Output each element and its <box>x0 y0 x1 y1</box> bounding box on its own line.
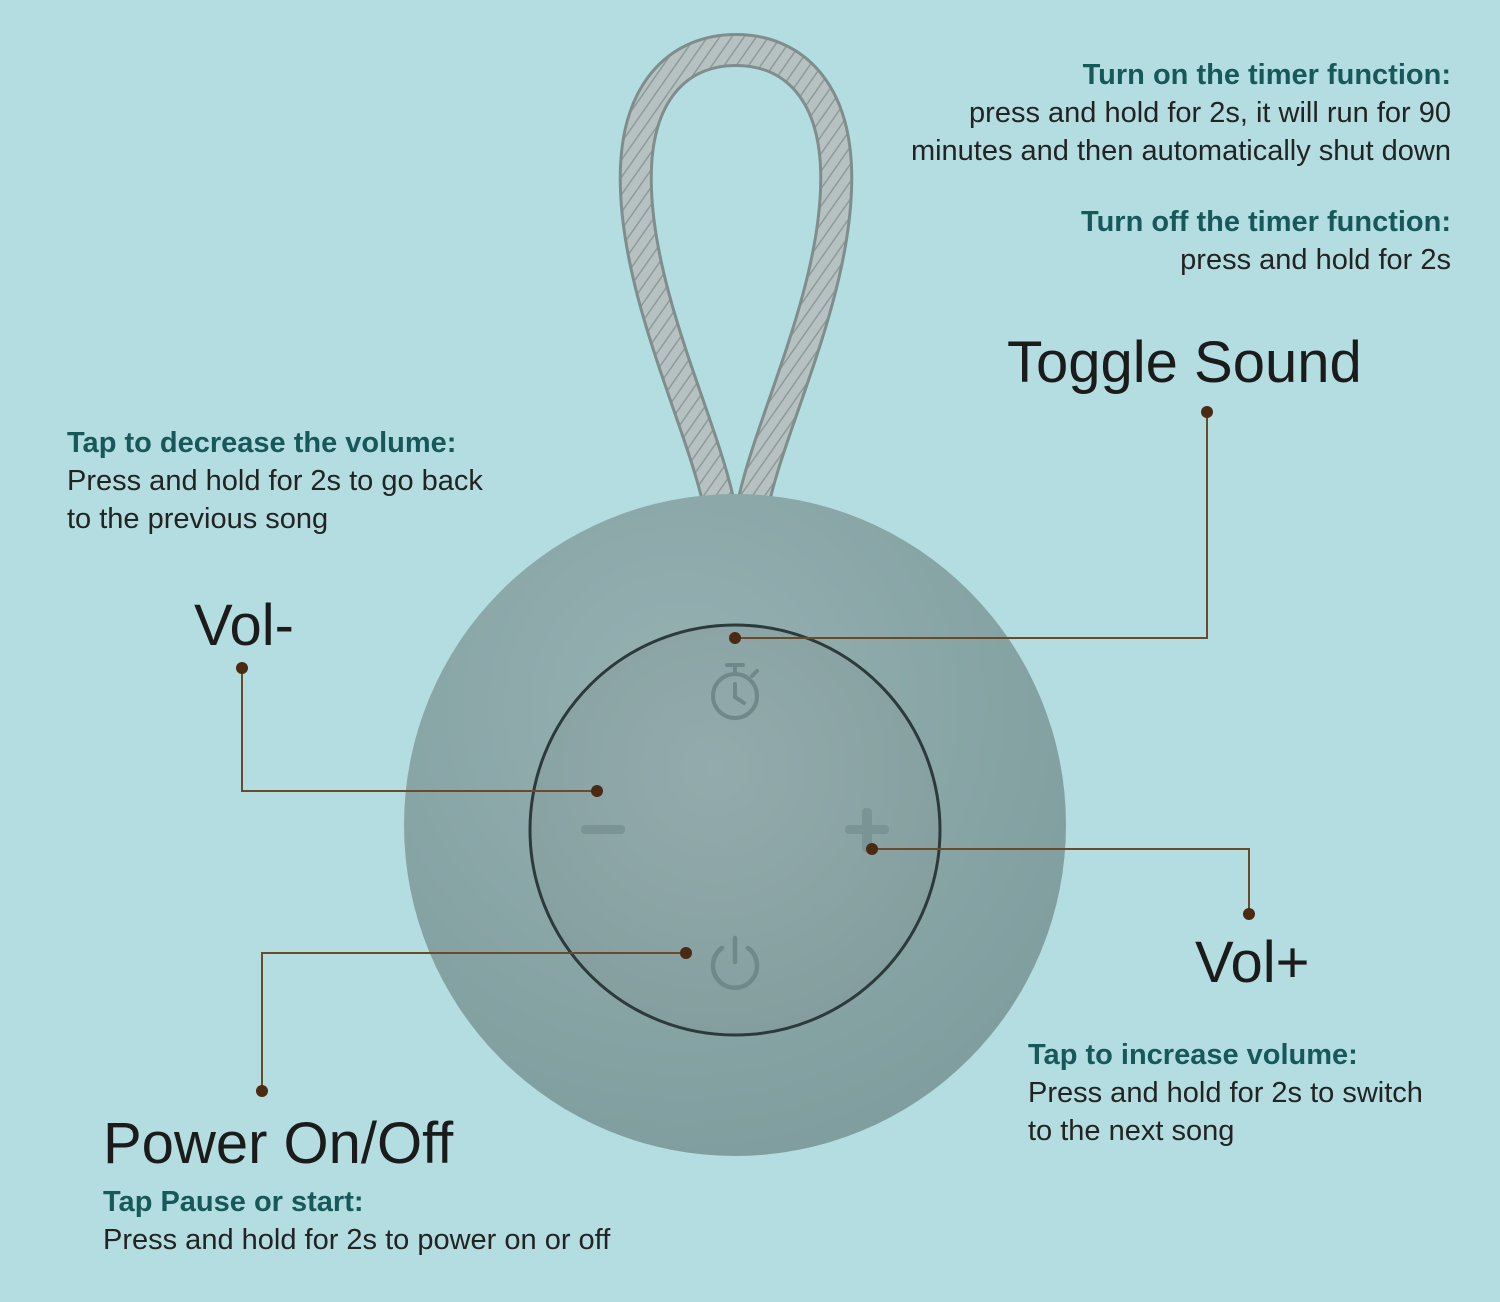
plus-icon[interactable] <box>845 808 889 852</box>
vol-plus-line-1: Press and hold for 2s to switch <box>1028 1077 1423 1109</box>
callout-toggle-sound <box>729 406 1213 644</box>
timer-on-line-1: press and hold for 2s, it will run for 9… <box>969 97 1451 129</box>
power-line-1: Press and hold for 2s to power on or off <box>103 1224 611 1256</box>
vol-minus-line-2: to the previous song <box>67 503 329 535</box>
power-icon[interactable] <box>710 935 760 990</box>
button-plate <box>528 623 942 1037</box>
lanyard-strap <box>618 32 854 517</box>
callout-power <box>256 947 692 1097</box>
vol-plus-label: Vol+ <box>1195 930 1310 995</box>
vol-plus-line-2: to the next song <box>1028 1115 1235 1147</box>
vol-minus-line-1: Press and hold for 2s to go back <box>67 465 483 497</box>
toggle-sound-label: Toggle Sound <box>1007 330 1362 395</box>
power-heading: Tap Pause or start: <box>103 1186 364 1218</box>
vol-minus-label: Vol- <box>194 593 294 658</box>
stopwatch-icon[interactable] <box>711 663 759 720</box>
callout-vol-minus <box>236 662 603 797</box>
timer-on-line-2: minutes and then automatically shut down <box>910 135 1451 167</box>
minus-icon[interactable] <box>581 825 625 834</box>
power-label: Power On/Off <box>103 1111 454 1176</box>
vol-plus-heading: Tap to increase volume: <box>1028 1039 1358 1071</box>
timer-off-line-1: press and hold for 2s <box>1180 244 1451 276</box>
timer-on-heading: Turn on the timer function: <box>1082 59 1451 91</box>
callout-vol-plus <box>866 843 1255 920</box>
timer-off-heading: Turn off the timer function: <box>1081 206 1451 238</box>
vol-minus-heading: Tap to decrease the volume: <box>67 427 457 459</box>
